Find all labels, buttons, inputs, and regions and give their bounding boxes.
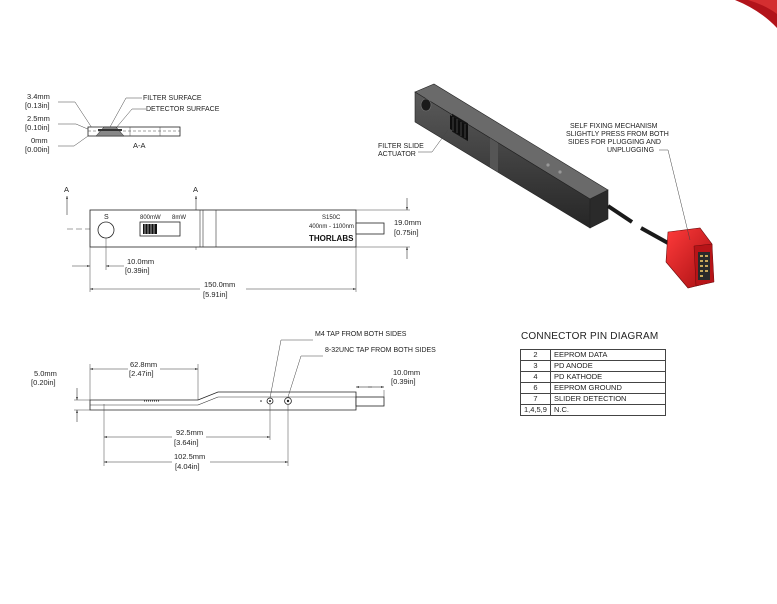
iso-mount-hole <box>420 98 432 112</box>
leader-m4 <box>269 339 313 399</box>
top-view: A A S 800mW 8mW S150C 400nm - 1100nm THO… <box>64 185 421 299</box>
dim-thickness-in: [0.20in] <box>31 378 56 387</box>
cable-stub-side <box>355 396 385 407</box>
corner-decoration <box>735 0 777 28</box>
832-tap-label: 8-32UNC TAP FROM BOTH SIDES <box>325 347 436 354</box>
dim-cable-in: [0.39in] <box>391 377 416 386</box>
dim-section-0-mm: 0mm <box>31 136 48 145</box>
detector-surface-label: DETECTOR SURFACE <box>146 106 220 113</box>
leader-filter-slide <box>418 129 449 153</box>
screw-marking: S <box>104 214 109 221</box>
model-label: S150C <box>322 215 341 221</box>
range-label: 400nm - 1100nm <box>309 224 354 230</box>
isometric-view: FILTER SLIDE ACTUATOR SELF FIXING MECHAN… <box>378 83 715 289</box>
pin-function: EEPROM GROUND <box>549 382 666 394</box>
dim-height-in: [0.75in] <box>394 228 419 237</box>
brand-label: THORLABS <box>309 234 354 243</box>
dim-offset-mm: 10.0mm <box>127 257 154 266</box>
dim-thickness-mm: 5.0mm <box>34 369 57 378</box>
power-marking-8: 8mW <box>172 215 186 221</box>
section-profile <box>87 126 181 137</box>
m4-tap-label: M4 TAP FROM BOTH SIDES <box>315 331 407 338</box>
pin-number: 2 <box>520 349 551 361</box>
filter-surface-label: FILTER SURFACE <box>143 95 202 102</box>
section-aa-label: A-A <box>133 141 146 150</box>
dim-section-34-in: [0.13in] <box>25 101 50 110</box>
mechanism-label-2: SLIGHTLY PRESS FROM BOTH <box>566 131 669 138</box>
dim-length-mm: 150.0mm <box>204 280 235 289</box>
section-marker-right: A <box>193 185 198 194</box>
leader-0 <box>58 135 89 147</box>
leader-34 <box>58 101 93 129</box>
leader-detector-surface <box>115 108 146 129</box>
leader-filter-surface <box>109 97 142 128</box>
dim-m4-mm: 92.5mm <box>176 428 203 437</box>
mechanism-label-4: UNPLUGGING <box>607 147 654 154</box>
connector-title: CONNECTOR PIN DIAGRAM <box>521 331 659 342</box>
pin-number: 7 <box>520 393 551 405</box>
leader-832 <box>287 355 323 398</box>
leader-25 <box>58 123 91 131</box>
iso-slider-grip <box>450 115 468 140</box>
dim-section-0-in: [0.00in] <box>25 145 50 154</box>
side-profile <box>89 391 357 411</box>
iso-cable-rear <box>640 226 669 245</box>
iso-bar-front <box>414 91 591 229</box>
dim-height-mm: 19.0mm <box>394 218 421 227</box>
mount-hole <box>97 221 115 239</box>
iso-connector <box>665 227 715 289</box>
filter-slide-label-1: FILTER SLIDE <box>378 143 424 150</box>
power-marking-800: 800mW <box>140 215 161 221</box>
mechanism-label-3: SIDES FOR PLUGGING AND <box>568 139 661 146</box>
dim-section-34-mm: 3.4mm <box>27 92 50 101</box>
mechanism-label-1: SELF FIXING MECHANISM <box>570 123 658 130</box>
filter-slide-label-2: ACTUATOR <box>378 151 416 158</box>
dim-step-mm: 62.8mm <box>130 360 157 369</box>
pin-function: N.C. <box>549 404 666 416</box>
dim-length-in: [5.91in] <box>203 290 228 299</box>
pin-function: PD ANODE <box>549 360 666 372</box>
iso-cable-front <box>606 204 634 224</box>
cable-stub-top <box>355 222 385 235</box>
dim-832-mm: 102.5mm <box>174 452 205 461</box>
pin-number: 4 <box>520 371 551 383</box>
pin-function: PD KATHODE <box>549 371 666 383</box>
side-view: M4 TAP FROM BOTH SIDES 8-32UNC TAP FROM … <box>31 331 436 471</box>
dim-step-in: [2.47in] <box>129 369 154 378</box>
dim-cable-mm: 10.0mm <box>393 368 420 377</box>
pin-function: EEPROM DATA <box>549 349 666 361</box>
leader-mechanism <box>659 149 691 241</box>
dim-section-25-mm: 2.5mm <box>27 114 50 123</box>
pin-number: 1,4,5,9 <box>520 404 551 416</box>
section-marker-left: A <box>64 185 69 194</box>
dim-m4-in: [3.64in] <box>174 438 199 447</box>
pin-number: 3 <box>520 360 551 372</box>
dim-section-25-in: [0.10in] <box>25 123 50 132</box>
pin-function: SLIDER DETECTION <box>549 393 666 405</box>
iso-bar-end <box>589 189 609 229</box>
dim-offset-in: [0.39in] <box>125 266 150 275</box>
dim-832-in: [4.04in] <box>175 462 200 471</box>
section-view: 3.4mm [0.13in] 2.5mm [0.10in] 0mm [0.00i… <box>25 92 220 154</box>
slider-grip <box>143 224 157 234</box>
pin-number: 6 <box>520 382 551 394</box>
